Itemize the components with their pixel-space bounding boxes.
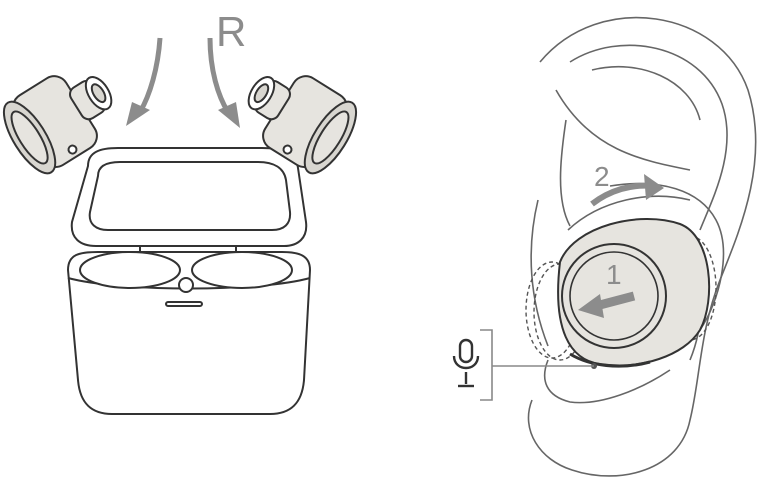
step-1-label: 1 [606, 259, 622, 290]
right-panel: 2 1 [452, 16, 757, 477]
microphone-icon [452, 338, 480, 388]
left-panel: R [2, 8, 358, 415]
insert-right-arrow [207, 37, 240, 128]
charging-case [66, 147, 312, 415]
side-label-r: R [216, 8, 246, 55]
right-earbud [247, 75, 358, 175]
left-earbud [2, 75, 113, 175]
insert-left-arrow [126, 37, 163, 126]
ear-outline [527, 16, 757, 477]
mic-callout [480, 329, 594, 401]
rotate-arrow [590, 174, 664, 207]
step-2-label: 2 [594, 161, 610, 192]
earbud-in-ear [525, 217, 717, 369]
push-arrow [578, 291, 636, 318]
